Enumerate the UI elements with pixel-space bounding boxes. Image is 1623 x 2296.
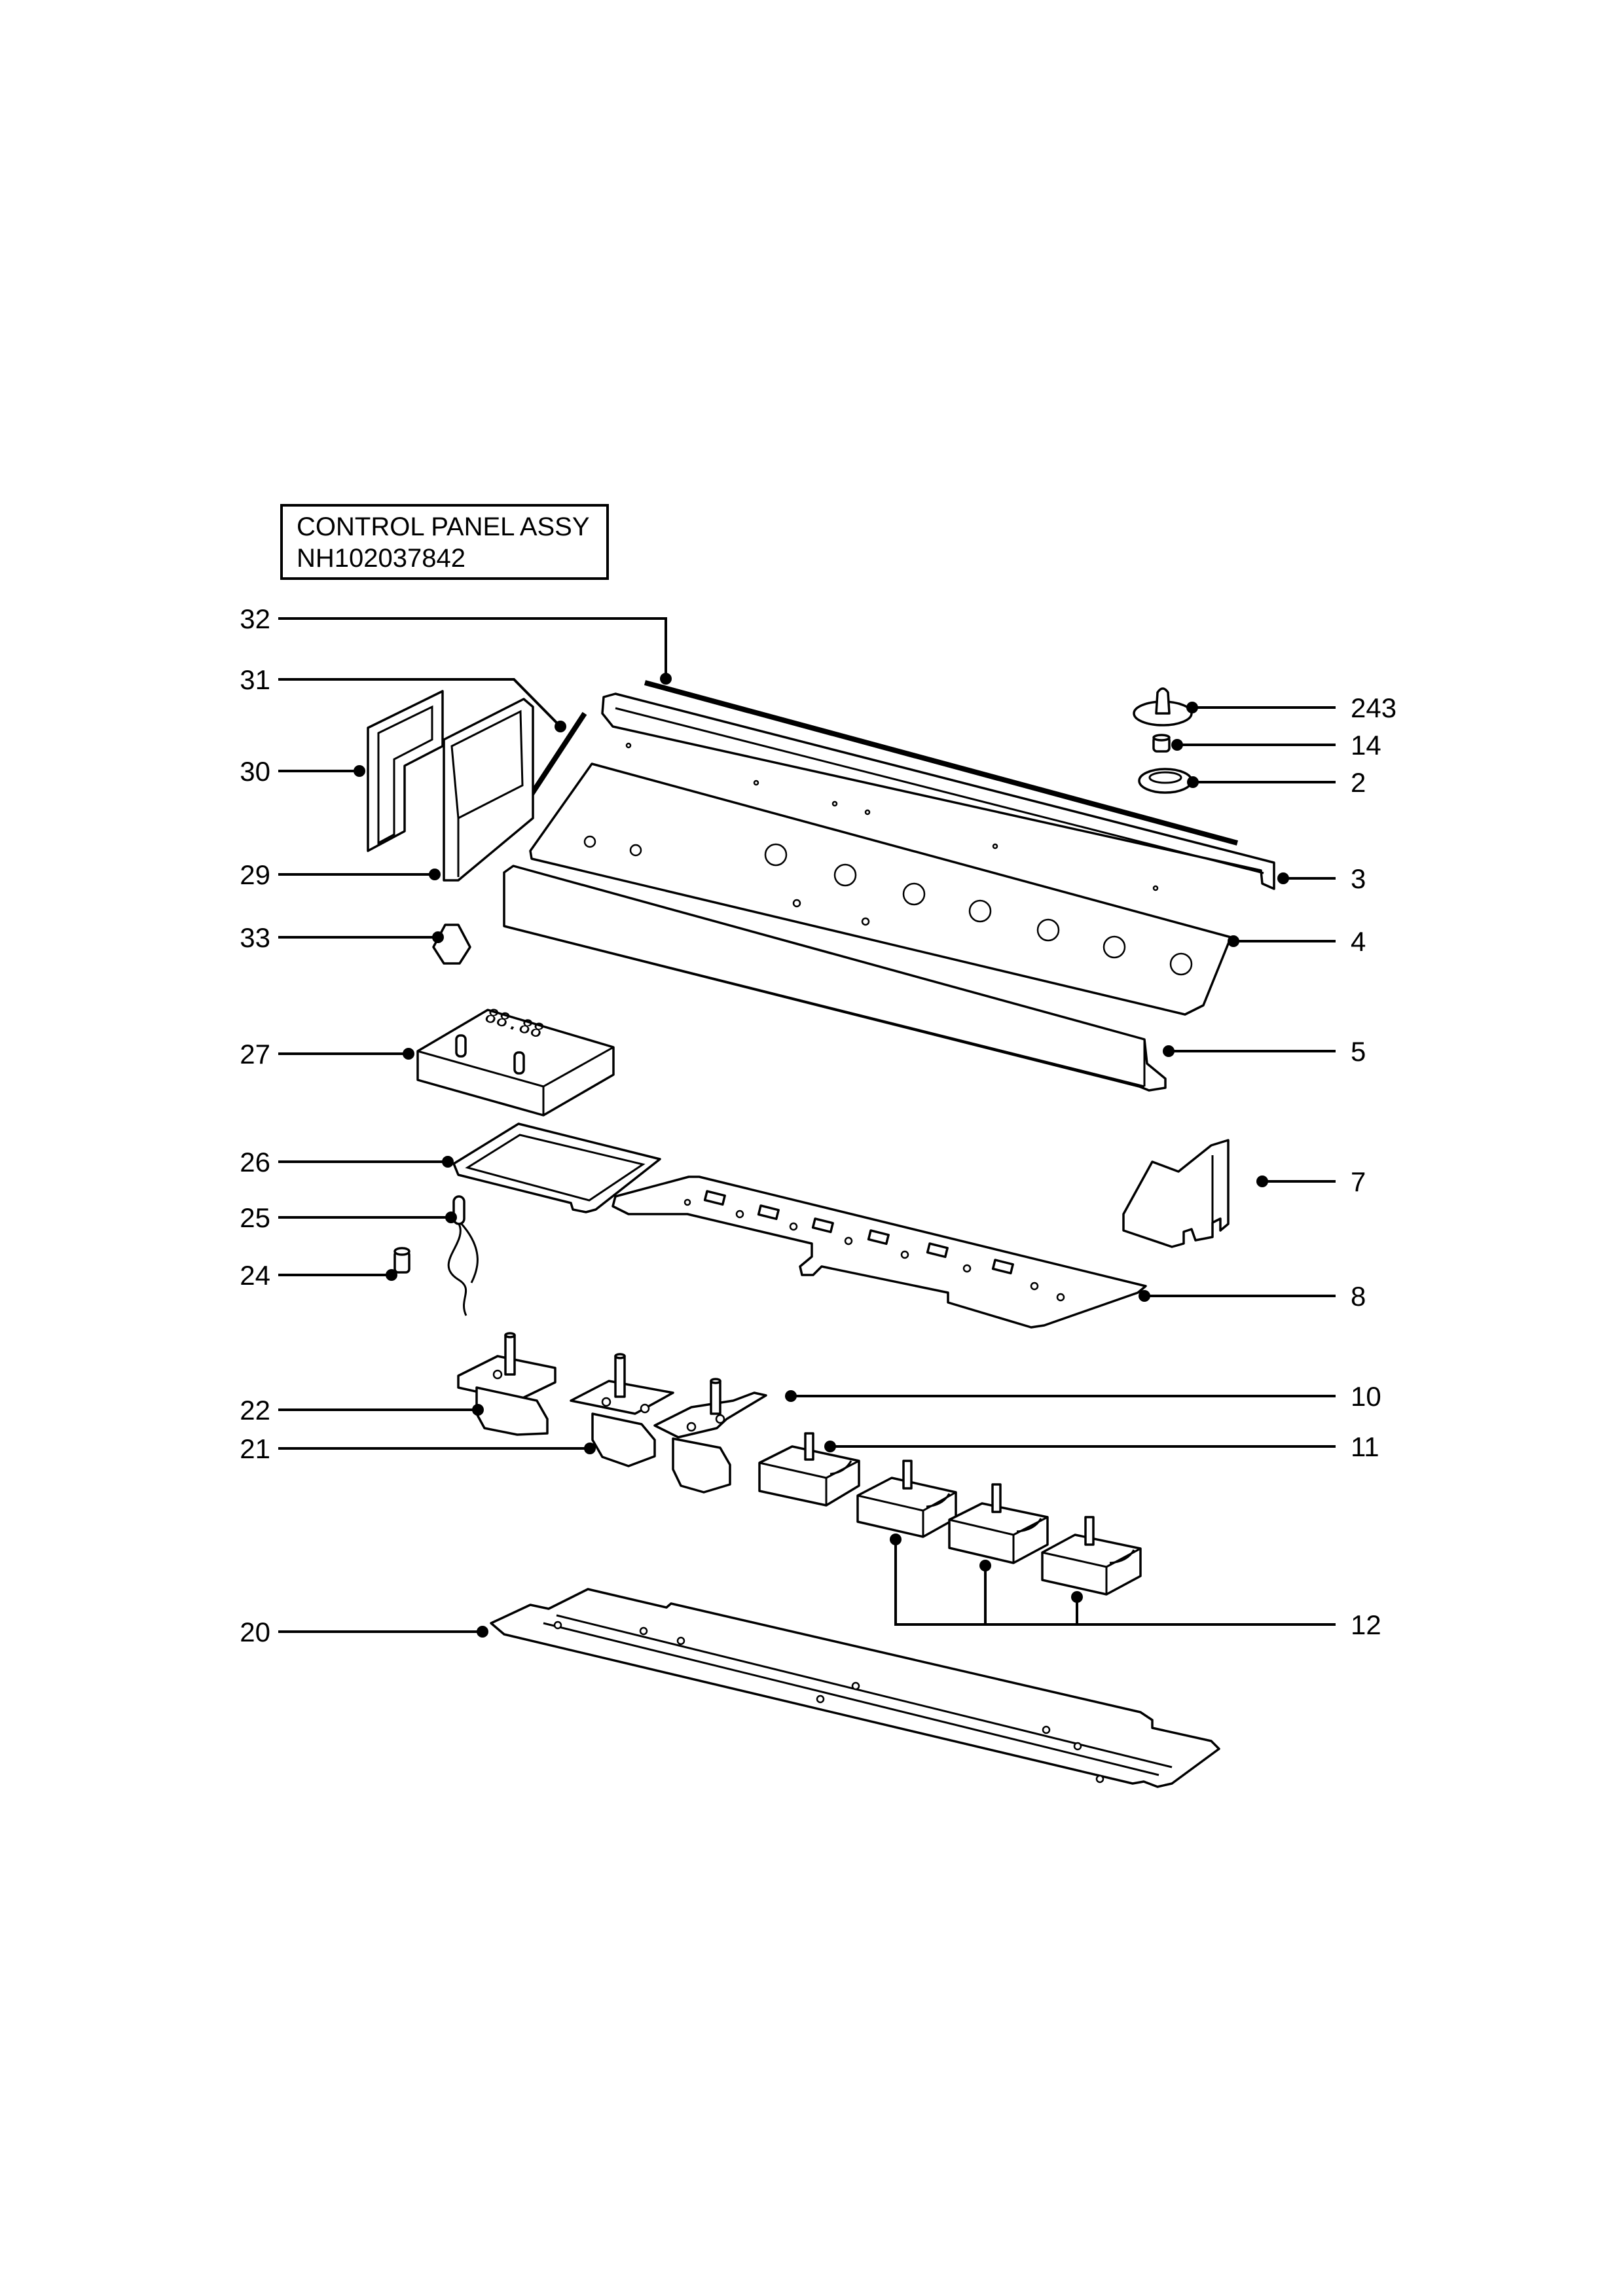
part-21-switch [570, 1353, 674, 1467]
title-line-2: NH102037842 [297, 544, 465, 573]
callout-33: 33 [240, 922, 270, 953]
callout-21: 21 [240, 1433, 270, 1464]
part-24-bushing [393, 1247, 410, 1274]
callout-25: 25 [240, 1202, 270, 1233]
callout-10: 10 [1351, 1381, 1381, 1412]
part-22-switch [457, 1332, 556, 1436]
callout-3: 3 [1351, 863, 1366, 894]
part-29-bracket [443, 698, 534, 882]
callout-26: 26 [240, 1147, 270, 1177]
callout-5: 5 [1351, 1036, 1366, 1067]
callout-8: 8 [1351, 1281, 1366, 1312]
callout-24: 24 [240, 1260, 270, 1291]
callout-7: 7 [1351, 1166, 1366, 1197]
part-12-switch-a [856, 1460, 957, 1538]
part-14-insert [1152, 734, 1171, 753]
callout-27: 27 [240, 1039, 270, 1069]
callout-11: 11 [1351, 1431, 1379, 1462]
part-26-frame [452, 1122, 661, 1213]
part-243-knob [1133, 687, 1193, 726]
callout-29: 29 [240, 859, 270, 890]
part-5-trim [503, 865, 1167, 1092]
callout-22: 22 [240, 1395, 270, 1426]
callout-labels: 32 31 30 29 33 27 26 25 24 22 21 20 243 … [240, 603, 1396, 1647]
part-32-strip [644, 680, 1239, 846]
callout-30: 30 [240, 756, 270, 787]
callout-31: 31 [240, 664, 270, 695]
part-20-rail [490, 1588, 1220, 1788]
part-27-display: 88.88 [416, 1004, 615, 1117]
part-3-rail [601, 692, 1275, 891]
title-line-1: CONTROL PANEL ASSY [297, 512, 590, 541]
part-8-plate [611, 1175, 1147, 1329]
callout-14: 14 [1351, 730, 1381, 761]
callout-20: 20 [240, 1617, 270, 1647]
part-10-switch [653, 1378, 767, 1494]
leader-lines [278, 617, 1336, 1638]
part-4-panel [529, 762, 1232, 1016]
callout-32: 32 [240, 603, 270, 634]
part-12-switch-c [1041, 1516, 1142, 1596]
callout-4: 4 [1351, 926, 1366, 957]
callout-12: 12 [1351, 1609, 1381, 1640]
title-block: CONTROL PANEL ASSY NH102037842 [280, 504, 609, 580]
part-30-frame [367, 690, 444, 852]
part-12-switch-b [948, 1483, 1049, 1564]
callout-2: 2 [1351, 767, 1366, 798]
callout-243: 243 [1351, 692, 1396, 723]
part-33-foot [432, 924, 471, 965]
part-2-ring [1138, 768, 1193, 794]
part-7-bracket [1122, 1139, 1230, 1248]
part-11-switch [758, 1432, 860, 1507]
